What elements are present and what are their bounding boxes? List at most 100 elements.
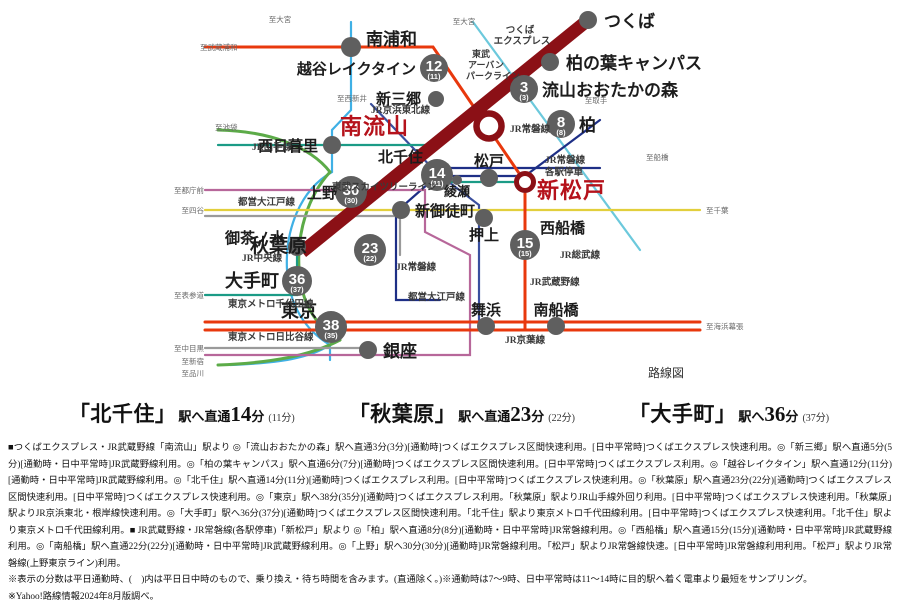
footnote-body: ■つくばエクスプレス・JR武蔵野線「南流山」駅より ◎「流山おおたかの森」駅へ直… <box>8 443 892 569</box>
line-label-tsukuba-express-1: つくば <box>506 24 535 36</box>
headline-paren-minutes: (11分) <box>268 413 295 424</box>
station-dot-shinmisato[interactable] <box>428 91 444 107</box>
svg-text:38: 38 <box>323 317 340 334</box>
headline-minutes: 23 <box>510 402 532 426</box>
station-dot-nishinippori[interactable] <box>323 136 341 154</box>
label-akihabara: 秋葉原 <box>250 234 307 257</box>
line-label-tobu-urban-3: パークライン <box>466 70 520 81</box>
station-dot-ochanomizu[interactable] <box>288 238 306 256</box>
dest-to-shinagawa: 至品川 <box>182 369 205 378</box>
station-marker-koshigaya-laketown[interactable]: 12 (11) <box>420 54 448 82</box>
station-marker-minaminagareyama[interactable] <box>473 110 505 142</box>
label-ueno: 上野 <box>307 185 337 202</box>
travel-time-headline: 「北千住」 駅へ直通 14 分 (11分) 「秋葉原」 駅へ直通 23 分 (2… <box>0 398 898 432</box>
svg-text:3: 3 <box>520 79 528 96</box>
label-nishinippori: 西日暮里 <box>258 137 318 155</box>
line-label-yamanote: JR山手線 <box>252 141 293 153</box>
label-minamiurawa: 南浦和 <box>366 29 417 49</box>
label-ochanomizu: 御茶ノ水 <box>224 229 286 247</box>
svg-text:(30): (30) <box>344 196 358 205</box>
headline-item-otemachi: 「大手町」 駅へ 36 分 (37分) <box>629 398 829 428</box>
svg-text:30: 30 <box>343 182 360 199</box>
headline-mid-text: 駅へ直通 <box>178 409 231 424</box>
headline-mid-text: 駅へ直通 <box>458 409 511 424</box>
svg-text:15: 15 <box>517 235 534 252</box>
svg-text:23: 23 <box>362 240 379 257</box>
line-label-joban: JR常磐線 <box>510 123 551 135</box>
station-dot-shinokachimachi[interactable] <box>392 201 410 219</box>
station-marker-kashiwa[interactable]: 8 (8) <box>547 110 575 138</box>
line-label-hibiya: 東京メトロ日比谷線 <box>227 331 314 343</box>
dest-to-nishiarai: 至西新井 <box>337 93 367 103</box>
station-marker-shinmatsudo[interactable] <box>514 171 536 193</box>
line-label-tobu-urban-1: 東武 <box>472 48 490 59</box>
line-label-musashino: JR武蔵野線 <box>530 276 580 288</box>
station-dot-matsudo[interactable] <box>480 169 498 187</box>
label-maihama: 舞浜 <box>471 301 501 319</box>
dest-to-yotsuya: 至四谷 <box>182 206 205 215</box>
label-tokyo: 東京 <box>281 300 317 321</box>
svg-text:36: 36 <box>289 271 306 288</box>
station-dot-ginza[interactable] <box>359 341 377 359</box>
line-label-joban-2: JR常磐線 <box>396 261 437 273</box>
headline-minute-unit: 分 <box>251 409 265 424</box>
label-ayase: 綾瀬 <box>444 184 470 199</box>
station-dot-tsukuba[interactable] <box>579 11 597 29</box>
svg-text:(3): (3) <box>519 93 529 102</box>
headline-item-akihabara: 「秋葉原」 駅へ直通 23 分 (22分) <box>349 398 575 428</box>
label-ginza: 銀座 <box>383 341 417 361</box>
label-kashiwanoha: 柏の葉キャンパス <box>566 53 702 73</box>
station-marker-kitasenju[interactable]: 14 (11) <box>421 159 453 191</box>
station-dot-ayase[interactable] <box>452 175 462 185</box>
dest-to-chiba: 至千葉 <box>706 205 729 215</box>
headline-station-name: 「秋葉原」 <box>348 402 457 426</box>
line-label-tsukuba-express-2: エクスプレス <box>494 35 551 47</box>
line-label-keiyo: JR京葉線 <box>505 334 546 346</box>
label-oshiage: 押上 <box>469 226 499 244</box>
line-label-keihin-tohoku: JR京浜東北線 <box>371 104 431 116</box>
dest-to-omiya-keihin: 至大宮 <box>269 14 292 24</box>
dest-to-tochoumae: 至都庁前 <box>174 185 204 195</box>
dest-to-toride: 至取手 <box>585 95 608 105</box>
label-nishifunabashi: 西船橋 <box>540 219 586 237</box>
label-shinmatsudo: 新松戸 <box>537 178 606 203</box>
station-dot-minamiurawa[interactable] <box>341 37 361 57</box>
station-marker-akihabara[interactable]: 23 (22) <box>354 234 386 266</box>
headline-minute-unit: 分 <box>531 409 545 424</box>
footnotes: ■つくばエクスプレス・JR武蔵野線「南流山」駅より ◎「流山おおたかの森」駅へ直… <box>8 440 892 605</box>
station-dot-kashiwanoha[interactable] <box>541 53 559 71</box>
map-caption: 路線図 <box>648 365 684 380</box>
dest-to-omiya-tobu: 至大宮 <box>453 16 476 26</box>
label-koshigaya: 越谷レイクタイン <box>296 60 416 78</box>
svg-text:(35): (35) <box>324 331 338 340</box>
headline-mid-text: 駅へ <box>738 409 765 424</box>
label-kitasenju: 北千住 <box>378 148 423 166</box>
railway-route-map: .lw3{stroke-width:2.2;fill:none;stroke-l… <box>174 11 744 380</box>
station-dot-oshiage[interactable] <box>475 209 493 227</box>
label-minaminagareyama: 南流山 <box>340 114 409 139</box>
station-marker-otemachi[interactable]: 36 (37) <box>282 266 312 296</box>
footnote-sampling: ※表示の分数は平日通勤時、( )内は平日日中時のもので、乗り換え・待ち時間を含み… <box>8 575 813 586</box>
dest-to-musashiurawa: 至武蔵浦和 <box>200 42 238 52</box>
line-label-tobu-skytree: 東武スカイツリーライン <box>331 181 437 193</box>
line-label-joban-local-1: JR常磐線 <box>545 154 586 166</box>
dest-to-shinjuku: 至新宿 <box>182 356 205 366</box>
station-marker-nagareyama-otakanomori[interactable]: 3 (3) <box>510 75 538 103</box>
label-minamifunabashi: 南船橋 <box>533 301 579 319</box>
label-kashiwa: 柏 <box>579 115 596 135</box>
label-nagareyama: 流山おおたかの森 <box>542 80 679 100</box>
headline-minute-unit: 分 <box>785 409 799 424</box>
station-marker-tokyo[interactable]: 38 (35) <box>315 311 347 343</box>
line-tsukuba-express <box>297 14 593 258</box>
dest-to-omotesando: 至表参道 <box>174 290 204 300</box>
line-label-tobu-urban-2: アーバン <box>468 60 504 70</box>
station-dot-maihama[interactable] <box>477 317 495 335</box>
station-marker-nishifunabashi[interactable]: 15 (15) <box>510 230 540 260</box>
line-label-chuo: JR中央線 <box>242 252 283 264</box>
headline-minutes: 36 <box>764 402 786 426</box>
line-label-joban-local-2: 各駅停車 <box>544 166 584 178</box>
line-label-chiyoda: 東京メトロ千代田線 <box>227 298 314 310</box>
station-marker-ueno[interactable]: 30 (30) <box>335 176 367 208</box>
station-dot-minamifunabashi[interactable] <box>547 317 565 335</box>
